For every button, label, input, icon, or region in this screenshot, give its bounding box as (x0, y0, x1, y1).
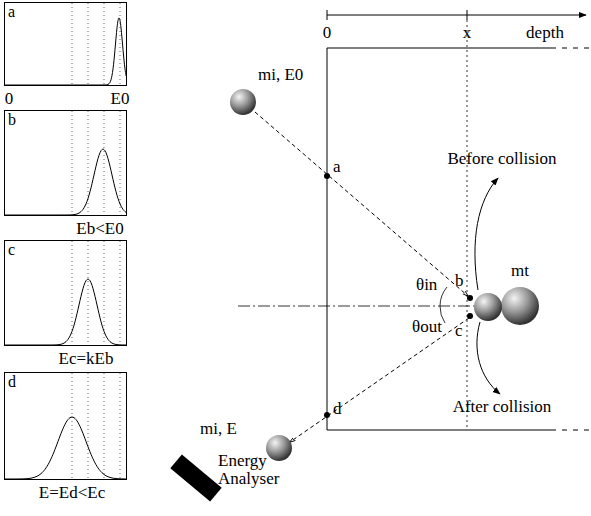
guide-line (120, 241, 121, 345)
sample-open-edge (556, 429, 591, 431)
panel-letter: d (5, 373, 19, 391)
panel-letter: b (5, 111, 19, 129)
guide-line (72, 3, 73, 85)
panel-letter: c (5, 241, 18, 259)
spectrum-panel: b (4, 110, 127, 216)
guide-line (88, 373, 89, 479)
guide-line (120, 111, 121, 215)
guide-line (104, 3, 105, 85)
sample-outline (327, 48, 591, 430)
point-label: d (333, 400, 342, 418)
energy-spectrum (5, 18, 126, 85)
outgoing-path (290, 318, 469, 442)
axis-title: depth (526, 24, 564, 42)
spectrum-curves (5, 3, 126, 479)
point-d (324, 412, 330, 418)
sample-open-edge (556, 47, 591, 49)
guide-line (88, 3, 89, 85)
incoming-ion (230, 89, 256, 115)
axis-tick (467, 10, 468, 20)
guide-line (88, 241, 89, 345)
point-c (467, 313, 473, 319)
incoming-path (255, 112, 468, 296)
guide-line (120, 373, 121, 479)
before-arrow (475, 178, 498, 290)
guide-line (104, 111, 105, 215)
axis-tick (327, 10, 328, 20)
point-b (467, 295, 473, 301)
outgoing-ion (266, 435, 292, 461)
annotation: Before collision (447, 150, 556, 168)
ion-at-collision (474, 293, 502, 321)
spectrum-panel: d (4, 372, 127, 480)
energy-relation: Ec=kEb (59, 350, 114, 368)
depth-guide (467, 20, 468, 430)
target-atom (501, 287, 539, 325)
angle-arc (440, 287, 447, 306)
axis-value: 0 (5, 90, 14, 108)
target-label: mt (511, 262, 529, 280)
guide-line (120, 3, 121, 85)
ion-label: mi, E (200, 420, 237, 438)
energy-analyser (170, 454, 221, 501)
axis-value: E0 (111, 90, 130, 108)
axis-value: x (463, 24, 472, 42)
guide-line (72, 373, 73, 479)
guide-line (72, 111, 73, 215)
angle-label: θin (416, 276, 437, 294)
device-label: Energy Analyser (218, 452, 308, 488)
point-label: b (455, 272, 464, 290)
annotation: After collision (453, 398, 552, 416)
energy-relation: Eb<E0 (76, 220, 123, 238)
axis-value: 0 (323, 24, 332, 42)
point-label: a (333, 158, 341, 176)
angle-label: θout (412, 318, 442, 336)
spectrum-panel: c (4, 240, 127, 346)
point-a (324, 173, 330, 179)
spectrum-panel: a (4, 2, 127, 86)
ion-label: mi, E0 (258, 66, 303, 84)
panel-letter: a (5, 3, 18, 21)
energy-spectrum (5, 149, 126, 215)
depth-axis (327, 15, 586, 16)
point-label: c (455, 322, 463, 340)
guide-line (104, 373, 105, 479)
after-arrow (477, 322, 500, 394)
energy-spectrum (5, 279, 126, 345)
energy-spectrum (5, 417, 126, 479)
normal-line (238, 306, 478, 307)
energy-relation: E=Ed<Ec (39, 484, 105, 502)
